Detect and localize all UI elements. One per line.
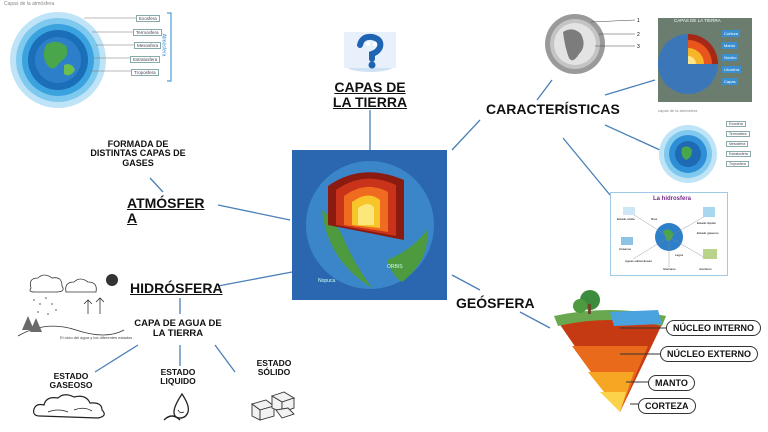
geosfera-layer-outer-core: NÚCLEO EXTERNO [660, 346, 759, 362]
cloud-icon [33, 394, 105, 419]
ice-cubes-icon [251, 391, 296, 421]
geosfera-label: GEÓSFERA [456, 295, 535, 311]
hydro-card-tag: Estado gaseoso [697, 231, 719, 235]
atmosfera-label-line: ATMÓSFER [127, 195, 205, 211]
state-line: SÓLIDO [257, 366, 291, 377]
hidrosfera-description: CAPA DE AGUA DE LA TIERRA [126, 319, 230, 339]
hydro-card-tag: Aguas subterráneas [625, 259, 652, 263]
center-title-line: LA TIERRA [332, 93, 408, 110]
hydro-card-tag: Océanos [619, 247, 632, 251]
small-atmosphere-diagram [659, 125, 717, 183]
atmosphere-layer-tag: Termosfera [133, 29, 162, 36]
sphere-mark: 3 [637, 44, 640, 50]
earth-cutaway-small-icon [658, 34, 718, 94]
hydro-card-illustration [621, 207, 717, 267]
atmosfera-desc-line: GASES [122, 157, 154, 168]
atmosphere-side-label: Atmósfera [160, 33, 167, 57]
hidrosfera-desc-line: CAPA DE AGUA DE [134, 318, 222, 329]
state-line: ESTADO [160, 367, 196, 377]
state-line: ESTADO [53, 371, 89, 381]
hydro-card-tag: Glaciares [663, 267, 676, 271]
panel-tag: Capas [722, 78, 738, 85]
small-atmosphere-caption: capas de la atmósfera [658, 108, 698, 113]
atmosphere-layer-tag: Estratosfera [130, 56, 161, 63]
earth-cross-section-image: Nopuca ORBIS [292, 150, 447, 300]
state-line: GASEOSO [49, 379, 93, 390]
globe-brand-text: Nopuca [318, 278, 335, 284]
question-mark-icon [344, 32, 396, 72]
small-atmo-tag: Exosfera [726, 121, 746, 127]
hydrosphere-card-image: La hidrosfera Estado sólido Estado líqui… [610, 192, 728, 276]
hydro-card-title: La hidrosfera [653, 196, 692, 202]
atmosphere-caption: Capas de la atmósfera [4, 1, 55, 7]
sphere-mark: 1 [637, 18, 640, 24]
water-cycle-illustration [17, 274, 125, 337]
panel-tag: Corteza [722, 30, 741, 37]
panel-tag: Núcleo [722, 54, 739, 61]
small-atmo-tag: Termosfera [726, 131, 750, 137]
state-solid-label: ESTADO SÓLIDO [246, 359, 302, 377]
panel-tag: Manto [722, 42, 738, 49]
earth-layers-panel-image: CAPAS DE LA TIERRA Corteza Manto Núcleo … [658, 18, 752, 102]
hydro-card-tag: Acuíferos [699, 267, 712, 271]
atmosfera-desc-line: DISTINTAS CAPAS DE [90, 148, 186, 159]
state-gaseous-label: ESTADO GASEOSO [40, 372, 102, 390]
atmosphere-layer-tag: Mesosfera [134, 42, 162, 49]
water-drop-icon [163, 392, 190, 421]
atmosfera-description: FORMADA DE DISTINTAS CAPAS DE GASES [88, 139, 188, 168]
hidrosfera-label: HIDRÓSFERA [130, 280, 223, 296]
hydro-card-tag: Estado sólido [617, 217, 636, 221]
small-atmo-tag: Estratosfera [726, 151, 751, 157]
globe-sphere-icon: 1 2 3 [545, 14, 640, 74]
atmosphere-layer-tag: Exosfera [136, 15, 160, 22]
panel-title: CAPAS DE LA TIERRA [674, 18, 721, 23]
state-line: ESTADO [256, 358, 292, 368]
sphere-mark: 2 [637, 32, 640, 38]
atmosfera-label-line: A [127, 209, 138, 226]
geosphere-layers-illustration [554, 290, 666, 412]
center-title: CAPAS DE LA TIERRA [326, 80, 414, 109]
small-atmo-tag: Troposfera [726, 161, 749, 167]
geosfera-layer-mantle: MANTO [648, 375, 695, 391]
hydro-card-tag: Estado líquido [697, 221, 717, 225]
geosfera-layer-inner-core: NÚCLEO INTERNO [666, 320, 761, 336]
atmosphere-bracket [167, 12, 172, 82]
atmosphere-layer-tag: Troposfera [131, 69, 159, 76]
atmosphere-layers-diagram [10, 12, 106, 108]
earth-cutaway-icon: Nopuca ORBIS [306, 161, 434, 289]
hidrosfera-desc-line: LA TIERRA [152, 327, 204, 339]
globe-ocean-text: ORBIS [387, 264, 403, 270]
hydro-card-tag: Lagos [675, 253, 684, 257]
state-liquid-label: ESTADO LIQUIDO [150, 368, 206, 386]
caracteristicas-label: CARACTERÍSTICAS [486, 101, 620, 117]
atmosfera-label: ATMÓSFER A [127, 196, 205, 225]
panel-tag: Litosfera [722, 66, 742, 73]
atmosphere-pointer-lines [84, 17, 136, 72]
state-line: LIQUIDO [160, 375, 196, 386]
watercycle-caption: El ciclo del agua y los diferentes estad… [60, 335, 133, 340]
small-atmo-tag: Mesosfera [726, 141, 749, 147]
center-title-line: CAPAS DE [334, 79, 406, 95]
atmosfera-desc-line: FORMADA DE [107, 139, 169, 149]
geosfera-layer-crust: CORTEZA [638, 398, 696, 414]
geosphere-pointer-lines [620, 327, 666, 405]
hydro-card-tag: Ríos [651, 217, 658, 221]
